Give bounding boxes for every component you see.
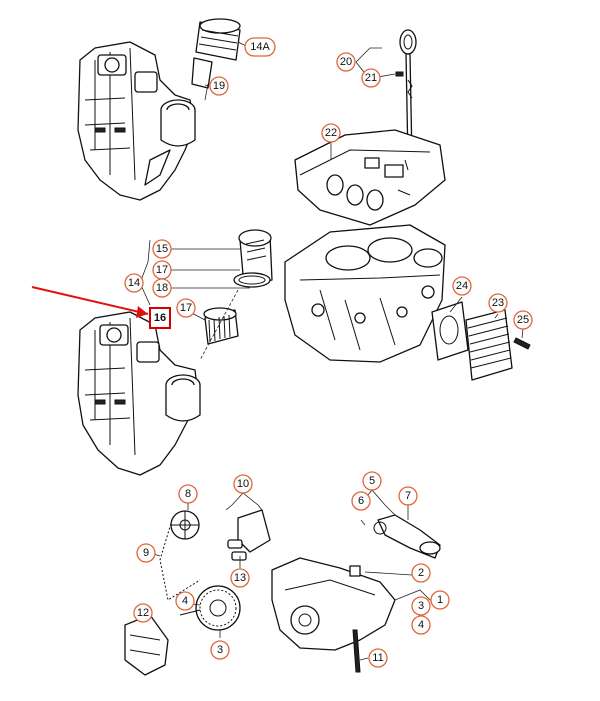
callout-label: 5: [369, 475, 375, 487]
callout-label: 15: [156, 243, 168, 255]
oil-pump-illustration: [271, 557, 396, 651]
callout-8[interactable]: 8: [178, 484, 198, 504]
callout-label: 13: [234, 572, 246, 584]
callout-23[interactable]: 23: [488, 293, 508, 313]
callout-21[interactable]: 21: [361, 68, 381, 88]
callout-1[interactable]: 1: [430, 590, 450, 610]
callout-7[interactable]: 7: [398, 486, 418, 506]
engine-housing-middle-illustration: [77, 311, 201, 476]
callout-label: 18: [156, 282, 168, 294]
callout-9[interactable]: 9: [136, 543, 156, 563]
callout-13[interactable]: 13: [230, 568, 250, 588]
callout-18[interactable]: 18: [152, 278, 172, 298]
engine-block-illustration: [284, 224, 446, 363]
callout-label: 23: [492, 297, 504, 309]
chain-tensioner-illustration: [227, 509, 271, 561]
callout-17-upper[interactable]: 17: [152, 260, 172, 280]
callout-label: 14A: [250, 41, 270, 53]
callout-label: 4: [418, 619, 424, 631]
filter-element-illustration: [203, 307, 239, 345]
timing-chain-illustration: [159, 519, 201, 601]
callout-22[interactable]: 22: [321, 123, 341, 143]
callout-label: 8: [185, 488, 191, 500]
callout-label: 12: [137, 607, 149, 619]
callout-label: 7: [405, 490, 411, 502]
callout-label: 17: [180, 302, 192, 314]
callout-label: 17: [156, 264, 168, 276]
callout-label: 2: [418, 567, 424, 579]
callout-20[interactable]: 20: [336, 52, 356, 72]
callout-4-left[interactable]: 4: [175, 591, 195, 611]
callout-label: 3: [217, 644, 223, 656]
cylinder-head-cover-illustration: [294, 129, 446, 226]
callout-label: 19: [213, 80, 225, 92]
callout-label: 9: [143, 547, 149, 559]
callout-24[interactable]: 24: [452, 276, 472, 296]
callout-label: 6: [358, 495, 364, 507]
callout-10[interactable]: 10: [233, 474, 253, 494]
callout-label: 21: [365, 72, 377, 84]
oil-cooler-illustration: [465, 309, 513, 381]
callout-11[interactable]: 11: [368, 648, 388, 668]
oil-filter-top-illustration: [191, 18, 241, 101]
engine-housing-top-illustration: [77, 41, 196, 201]
pump-sprocket-illustration: [179, 585, 241, 631]
callout-3-right[interactable]: 3: [411, 596, 431, 616]
callout-label: 11: [372, 652, 383, 664]
callout-label: 10: [237, 478, 249, 490]
callout-14a[interactable]: 14A: [244, 37, 276, 57]
callout-label: 14: [128, 277, 140, 289]
callout-4-right[interactable]: 4: [411, 615, 431, 635]
chain-cover-illustration: [124, 614, 169, 676]
oil-pickup-pipe-illustration: [373, 514, 441, 559]
callout-15[interactable]: 15: [152, 239, 172, 259]
filter-housing-cap-illustration: [233, 229, 273, 288]
callout-25[interactable]: 25: [513, 310, 533, 330]
callout-19[interactable]: 19: [209, 76, 229, 96]
callout-label: 1: [437, 594, 443, 606]
callout-label: 25: [517, 314, 529, 326]
callout-3-lower[interactable]: 3: [210, 640, 230, 660]
callout-2[interactable]: 2: [411, 563, 431, 583]
callout-17-lower[interactable]: 17: [176, 298, 196, 318]
callout-12[interactable]: 12: [133, 603, 153, 623]
callout-14[interactable]: 14: [124, 273, 144, 293]
callout-label: 16: [154, 312, 166, 324]
callout-label: 20: [340, 56, 352, 68]
callout-label: 4: [182, 595, 188, 607]
callout-6[interactable]: 6: [351, 491, 371, 511]
callout-label: 3: [418, 600, 424, 612]
callout-5[interactable]: 5: [362, 471, 382, 491]
callout-label: 24: [456, 280, 468, 292]
highlight-arrow: [31, 286, 149, 318]
bolt-25-illustration: [513, 337, 531, 350]
callout-label: 22: [325, 127, 337, 139]
drive-sprocket-illustration: [170, 510, 200, 540]
callout-16-highlighted[interactable]: 16: [149, 307, 171, 329]
oil-cooler-gasket-illustration: [431, 301, 469, 361]
bolt-11-illustration: [352, 629, 361, 673]
